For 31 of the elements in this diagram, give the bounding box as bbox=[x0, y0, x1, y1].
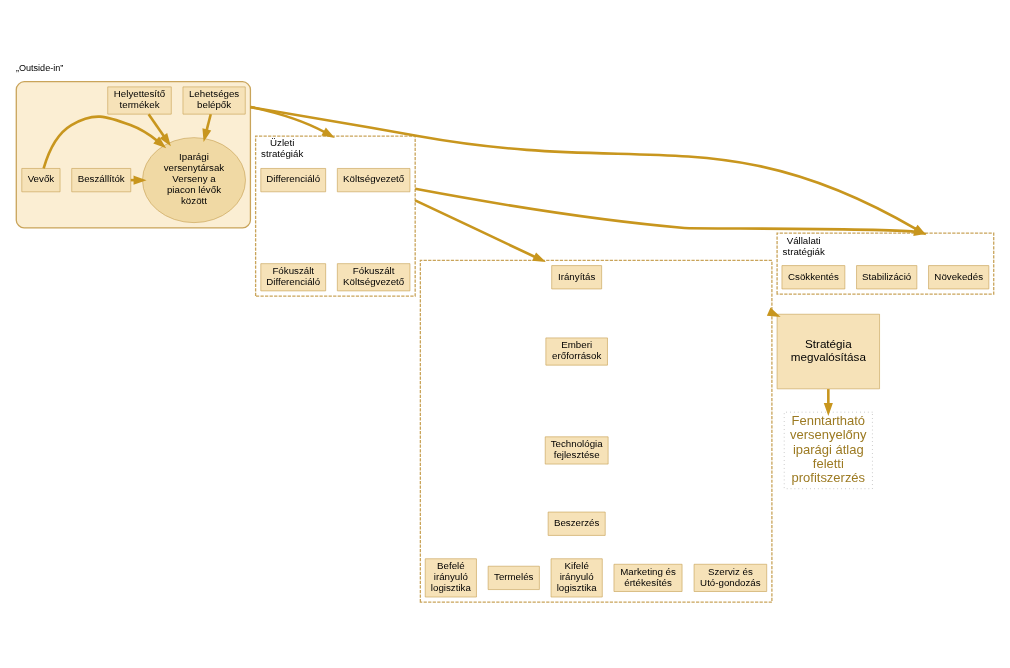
node-box: Irányítás bbox=[551, 264, 602, 289]
node-box: Fókuszált Költségvezető bbox=[337, 262, 411, 291]
node-box: Stabilizáció bbox=[856, 264, 918, 289]
node-box: Fókuszált Differenciáló bbox=[260, 262, 326, 291]
node-box: Technológia fejlesztése bbox=[544, 436, 609, 464]
node-box: Szerviz és Utó-gondozás bbox=[693, 563, 768, 592]
node-box: Beszerzés bbox=[547, 511, 606, 536]
arrow bbox=[823, 388, 833, 416]
arrow bbox=[147, 113, 171, 146]
arrow bbox=[42, 114, 167, 169]
arrow bbox=[202, 113, 212, 142]
node-box: Fenntartható versenyelőny iparági átlag feletti profitszerzés bbox=[783, 411, 873, 489]
arrow bbox=[250, 105, 335, 138]
node-box: Beszállítók bbox=[71, 167, 132, 192]
node-box: Stratégia megvalósítása bbox=[776, 313, 880, 389]
node-box: Növekedés bbox=[928, 264, 990, 289]
node-box: Helyettesítő termékek bbox=[107, 86, 172, 114]
node-box: Kifelé irányuló logisztika bbox=[550, 557, 603, 597]
node-box: Termelés bbox=[487, 565, 540, 590]
diagram-title: „Outside-in” bbox=[15, 62, 64, 73]
node-box: Lehetséges belépők bbox=[182, 86, 246, 114]
node-box: Vevők bbox=[21, 167, 61, 192]
node-box: Költségvezető bbox=[337, 167, 411, 192]
node-box: Befelé irányuló logisztika bbox=[424, 557, 477, 597]
arrow bbox=[414, 198, 546, 262]
node-box: Marketing és értékesítés bbox=[613, 563, 683, 592]
node-box: Csökkentés bbox=[781, 264, 846, 289]
node-box: Emberi erőforrások bbox=[545, 337, 608, 365]
cluster bbox=[15, 80, 252, 229]
node-box: Differenciáló bbox=[260, 167, 326, 192]
cluster bbox=[419, 259, 773, 603]
